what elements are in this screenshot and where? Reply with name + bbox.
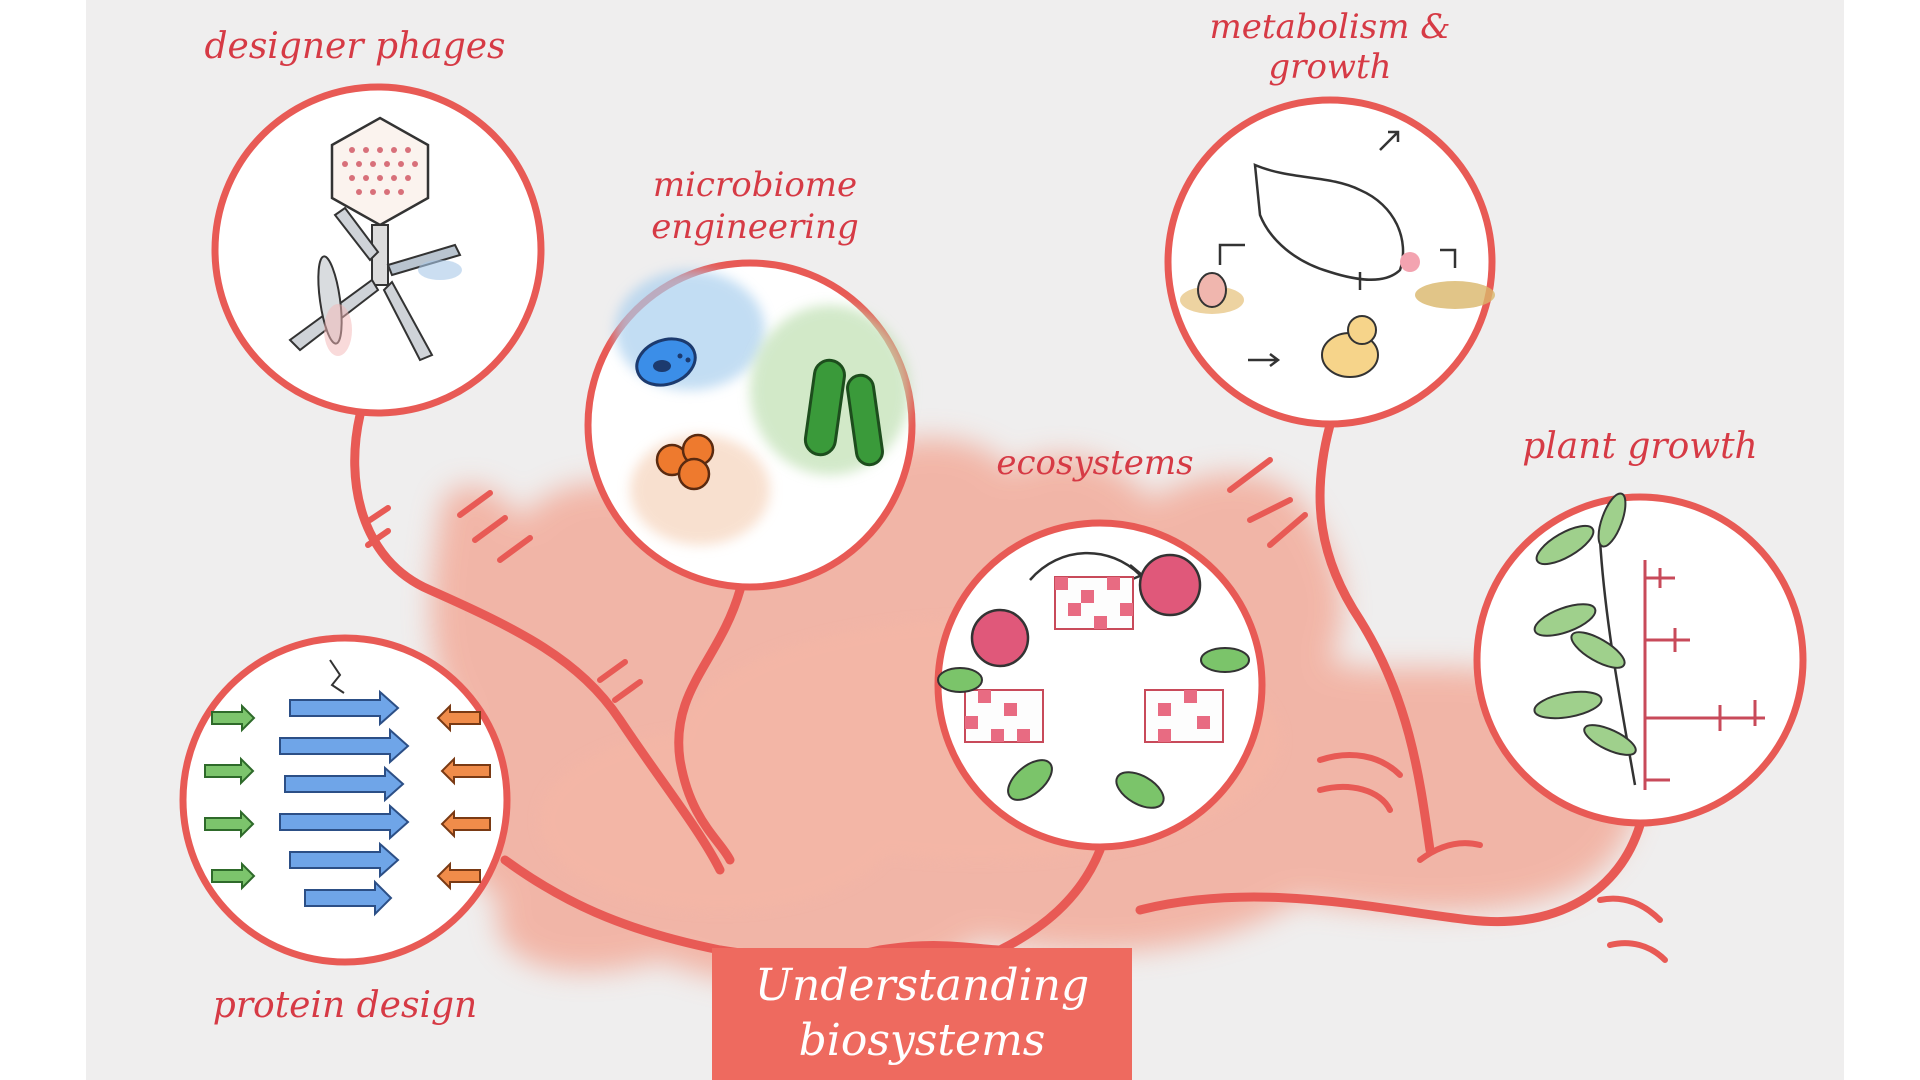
node-metabolism-growth[interactable] xyxy=(1168,100,1495,424)
node-protein-design[interactable] xyxy=(183,638,507,962)
node-designer-phages[interactable] xyxy=(215,87,541,413)
label-plant-growth: plant growth xyxy=(1522,426,1758,467)
label-metabolism-line2: growth xyxy=(1268,47,1391,87)
title-box: Understanding biosystems xyxy=(712,948,1132,1080)
label-designer-phages: designer phages xyxy=(204,26,505,67)
label-protein-design: protein design xyxy=(213,985,477,1026)
node-microbiome-engineering[interactable] xyxy=(588,263,912,587)
label-microbiome-line2: engineering xyxy=(651,207,859,247)
label-ecosystems: ecosystems xyxy=(996,443,1193,483)
title-line-1: Understanding xyxy=(755,960,1089,1011)
label-metabolism-line1: metabolism & xyxy=(1209,7,1450,47)
title-line-2: biosystems xyxy=(799,1015,1046,1066)
label-microbiome-line1: microbiome xyxy=(653,165,857,205)
node-plant-growth[interactable] xyxy=(1477,490,1803,823)
node-ecosystems[interactable] xyxy=(938,523,1262,847)
